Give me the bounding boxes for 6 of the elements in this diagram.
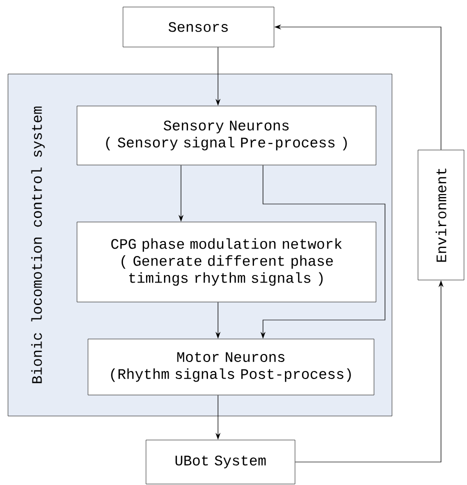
process-box: CPG phase modulation network ( Generate different phase timings rhythm signals ): [76, 222, 376, 302]
process-box: Motor Neurons (Rhythm signals Post-process): [88, 338, 374, 396]
process-box: Sensors: [122, 6, 274, 48]
process-box: Sensory Neurons ( Sensory signal Pre-process ): [76, 106, 376, 166]
process-box: UBot System: [146, 440, 296, 484]
process-box: Environment: [418, 150, 464, 280]
